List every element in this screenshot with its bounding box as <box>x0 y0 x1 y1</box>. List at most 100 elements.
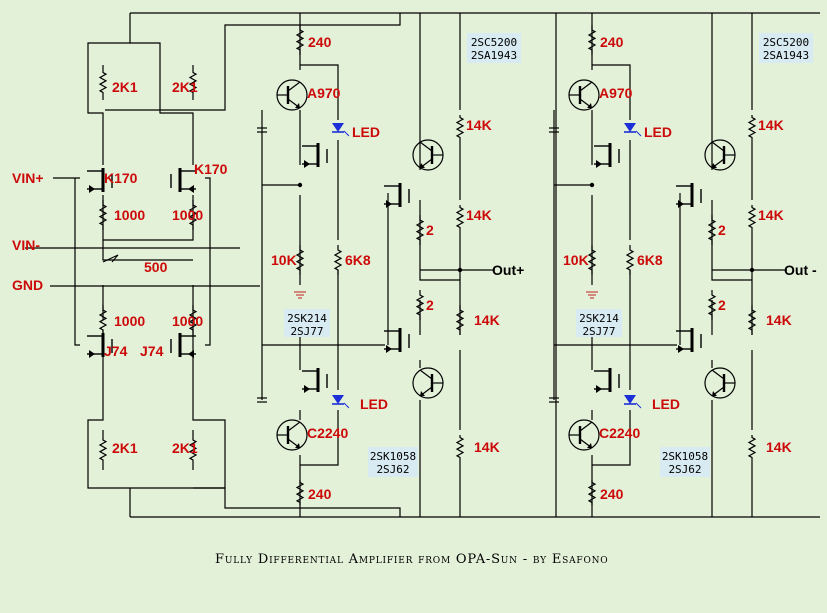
r-10k-label: 10K <box>271 252 297 268</box>
resistor-2k1 <box>98 430 108 470</box>
transistor-arrow <box>420 391 425 396</box>
k170-label: K170 <box>104 170 138 186</box>
resistor-2k1 <box>98 65 108 100</box>
led-ray <box>635 130 642 137</box>
resistor-6k8 <box>625 245 635 275</box>
r-1000-label: 1000 <box>172 313 203 329</box>
transistor-lead <box>287 421 301 432</box>
r-2k1-label: 2K1 <box>172 440 198 456</box>
wire <box>300 64 339 120</box>
resistor-14k <box>455 305 465 335</box>
transistor-arrow <box>420 163 425 168</box>
resistor-240 <box>295 25 305 55</box>
wire <box>592 410 631 466</box>
jfet-j74-right <box>170 333 196 358</box>
fet-arrow <box>386 345 392 353</box>
resistor-14k <box>747 205 757 230</box>
resistor-1000 <box>188 200 198 230</box>
capacitor <box>549 127 559 133</box>
resistor-240 <box>587 480 597 505</box>
junction-dot <box>589 182 595 188</box>
resistor-2 <box>707 290 717 320</box>
led-triangle <box>332 123 344 132</box>
r-2k1-label: 2K1 <box>112 440 138 456</box>
resistor-10k <box>295 245 305 275</box>
output-transistor-pnp <box>412 367 444 399</box>
resistor-14k <box>747 115 757 140</box>
mosfet-2sj77 <box>302 368 328 393</box>
r-2-label: 2 <box>718 297 726 313</box>
fet-arrow <box>89 350 95 358</box>
resistor-6k8 <box>333 245 343 275</box>
transistor-arrow <box>295 103 300 108</box>
resistor-14k <box>747 305 757 335</box>
resistor-240 <box>587 25 597 55</box>
fet-arrow <box>188 185 194 193</box>
led-top <box>332 123 350 137</box>
fet-arrow <box>304 160 310 168</box>
junction-dot <box>297 182 303 188</box>
resistor-10k <box>587 245 597 275</box>
output-label: Out+ <box>492 262 524 278</box>
ground-symbol <box>294 291 306 299</box>
potentiometer-wiper <box>102 254 119 263</box>
driver-mosfet <box>676 328 702 353</box>
fet-arrow <box>596 160 602 168</box>
npn-vas-label: C2240 <box>307 425 348 441</box>
wire <box>87 380 131 517</box>
led-label: LED <box>352 124 380 140</box>
r-10k-label: 10K <box>563 252 589 268</box>
wire <box>193 487 401 517</box>
part-number-label: 2SK1058 <box>370 450 416 463</box>
r-1000-label: 1000 <box>114 207 145 223</box>
fet-arrow <box>596 385 602 393</box>
pnp-vas-label: A970 <box>307 85 341 101</box>
resistor-1000 <box>98 200 108 230</box>
part-number-label: 2SK1058 <box>662 450 708 463</box>
junction-dot <box>457 267 463 273</box>
r-14k-label: 14K <box>474 439 500 455</box>
led-triangle <box>332 395 344 404</box>
vin-plus-label: VIN+ <box>12 170 44 186</box>
resistor-14k <box>455 115 465 140</box>
led-ray <box>343 130 350 137</box>
wire <box>419 200 461 335</box>
resistor-14k <box>747 435 757 460</box>
wire <box>74 178 80 346</box>
part-number-label: 2SK214 <box>287 312 327 325</box>
transistor-arrow <box>295 443 300 448</box>
ground-symbol <box>586 291 598 299</box>
r-14k-label: 14K <box>758 117 784 133</box>
r-6k8-label: 6K8 <box>637 252 663 268</box>
part-box-bg <box>759 33 813 63</box>
wire <box>130 42 194 165</box>
wire <box>592 64 631 120</box>
resistor-2 <box>415 215 425 245</box>
r-2-label: 2 <box>426 297 434 313</box>
wires <box>25 12 820 518</box>
jfet-j74-left <box>87 333 113 358</box>
r-14k-label: 14K <box>758 207 784 223</box>
r-14k-label: 14K <box>466 207 492 223</box>
capacitor <box>549 397 559 403</box>
led-label: LED <box>360 396 388 412</box>
resistor-2 <box>415 290 425 320</box>
transistor-lead <box>419 141 433 152</box>
r-2-label: 2 <box>718 222 726 238</box>
transistor-arrow <box>587 443 592 448</box>
pot-500-label: 500 <box>144 259 168 275</box>
part-box-bg <box>467 33 521 63</box>
k170-label: K170 <box>194 161 228 177</box>
resistor-2 <box>707 215 717 245</box>
wire <box>105 13 401 111</box>
part-box-bg <box>660 447 710 477</box>
diagram-caption: Fully Differential Amplifier from OPA-Su… <box>215 552 609 567</box>
transistor-arrow <box>712 391 717 396</box>
r-2-label: 2 <box>426 222 434 238</box>
pnp-vas-label: A970 <box>599 85 633 101</box>
r-240-label: 240 <box>308 486 332 502</box>
resistor-240 <box>295 480 305 505</box>
j74-label: J74 <box>104 343 128 359</box>
